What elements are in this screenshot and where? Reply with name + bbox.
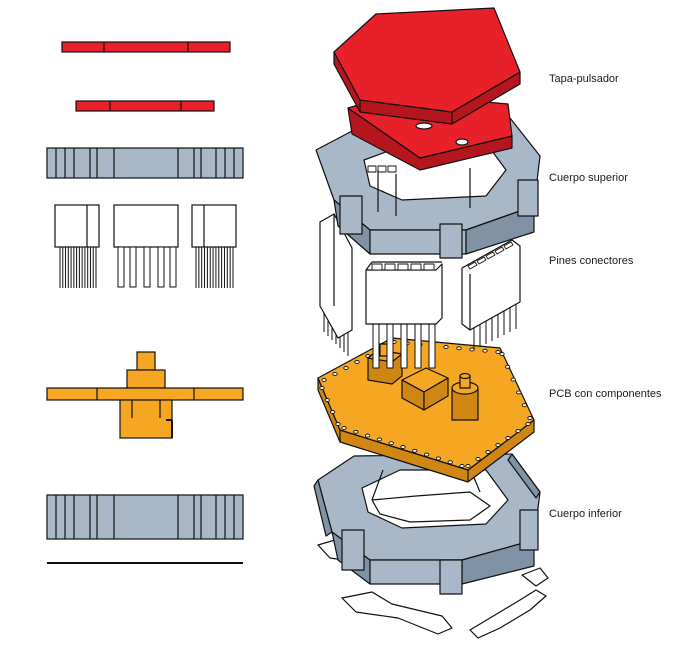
- header-slots-middle: [371, 263, 435, 271]
- pcb-hole: [499, 352, 505, 356]
- pcb-hole: [525, 422, 531, 426]
- pcb-hole: [505, 436, 511, 440]
- exploded-lower-body: [313, 453, 549, 639]
- label-cuerpo-inferior: Cuerpo inferior: [549, 508, 622, 520]
- header-slot: [423, 263, 435, 271]
- header-slot: [384, 263, 396, 271]
- label-tapa-pulsador: Tapa-pulsador: [549, 73, 619, 85]
- iso-pin-leg: [428, 323, 436, 369]
- side-view-pins-right: [195, 247, 234, 288]
- pin-legs-right: [473, 305, 517, 350]
- pcb-hole: [510, 377, 516, 382]
- pcb-hole: [482, 348, 488, 353]
- pcb-hole: [343, 366, 349, 370]
- pcb-hole: [504, 364, 511, 369]
- pcb-hole: [423, 452, 430, 457]
- pcb-hole: [376, 437, 383, 442]
- label-pines-conectores: Pines conectores: [549, 255, 634, 267]
- pcb-hole: [527, 416, 533, 420]
- side-view-lower-body: [46, 494, 244, 540]
- pcb-hole: [335, 422, 341, 426]
- pcb-hole: [495, 443, 501, 447]
- side-view-pins-left: [59, 247, 97, 288]
- header-slot: [503, 241, 514, 250]
- pcb-hole: [354, 360, 360, 364]
- header-slot: [494, 246, 505, 255]
- pcb-hole: [332, 372, 338, 376]
- pcb-hole: [400, 445, 406, 449]
- pcb-hole: [435, 456, 442, 461]
- side-view-pcb: [46, 351, 244, 439]
- pin-leg: [129, 246, 137, 288]
- header-slot: [485, 251, 496, 260]
- pcb-hole: [321, 378, 327, 382]
- pcb-hole: [465, 464, 471, 468]
- upper-slot: [377, 165, 387, 173]
- header-slot: [467, 261, 478, 270]
- side-view-pins-middle: [117, 246, 177, 288]
- pcb-hole: [364, 433, 371, 438]
- pin-leg: [117, 246, 125, 288]
- header-slot: [410, 263, 422, 271]
- side-view-column: [46, 41, 244, 564]
- pcb-hole: [447, 460, 453, 465]
- iso-pin-leg: [414, 323, 422, 369]
- pcb-hole: [516, 390, 522, 395]
- iso-pin-leg: [400, 323, 408, 369]
- pcb-hole: [388, 441, 394, 446]
- exploded-view-column: [313, 7, 549, 639]
- header-slot: [397, 263, 409, 271]
- exploded-pin-headers: [319, 213, 521, 369]
- pcb-hole: [412, 448, 418, 453]
- pcb-hole: [443, 345, 449, 349]
- exploded-cap-top: [333, 7, 521, 125]
- side-view-cap-bottom: [75, 100, 215, 112]
- pcb-hole: [495, 350, 501, 354]
- pcb-components: [367, 343, 479, 421]
- exploded-pcb: [317, 337, 535, 483]
- side-view-cap-top: [61, 41, 231, 53]
- label-pcb-componentes: PCB con componentes: [549, 388, 662, 400]
- pcb-hole: [324, 398, 330, 402]
- pin-leg: [169, 246, 177, 288]
- pcb-hole: [475, 457, 481, 461]
- upper-slot: [367, 165, 377, 173]
- pcb-hole: [521, 403, 528, 408]
- iso-pin-leg: [372, 323, 380, 369]
- pcb-hole: [319, 386, 325, 390]
- pcb-hole: [456, 346, 462, 351]
- header-slots-right: [467, 241, 514, 270]
- pin-leg: [157, 246, 165, 288]
- pcb-hole: [459, 464, 465, 468]
- upper-slot: [387, 165, 397, 173]
- pcb-hole: [353, 429, 359, 434]
- iso-pin-leg: [386, 323, 394, 369]
- header-slot: [371, 263, 383, 271]
- pcb-hole: [515, 429, 521, 433]
- pcb-hole: [341, 426, 347, 430]
- pcb-hole: [485, 450, 491, 454]
- upper-body-slots: [367, 165, 397, 173]
- header-slot: [476, 256, 487, 265]
- pin-leg: [143, 246, 151, 288]
- side-view-pin-headers: [54, 204, 237, 248]
- pcb-hole: [330, 410, 336, 414]
- label-cuerpo-superior: Cuerpo superior: [549, 172, 628, 184]
- side-view-upper-body: [46, 147, 244, 179]
